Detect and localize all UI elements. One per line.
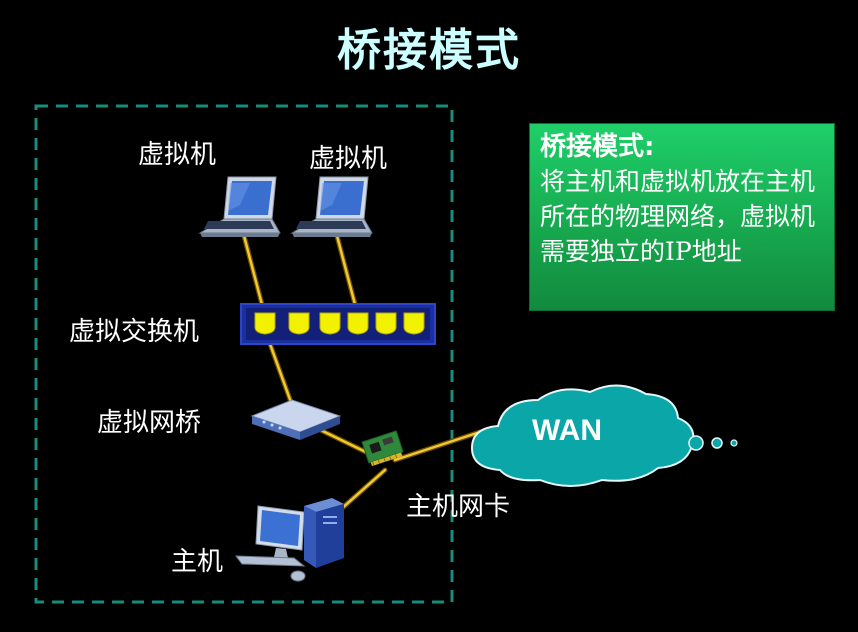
laptop-icon — [198, 176, 281, 237]
virtualization-boundary — [34, 104, 454, 604]
cloud-dot — [730, 439, 738, 447]
nic-icon — [361, 430, 404, 467]
wan-cloud-icon — [470, 384, 738, 487]
cable-vm2-switch — [333, 229, 360, 315]
host-label: 主机 — [171, 547, 224, 577]
wan-label: WAN — [532, 414, 602, 447]
virtual-bridge-label: 虚拟网桥 — [97, 408, 202, 438]
info-box: 桥接模式: 将主机和虚拟机放在主机所在的物理网络，虚拟机需要独立的IP地址 — [529, 123, 835, 311]
vm2-label: 虚拟机 — [309, 144, 388, 174]
info-body: 将主机和虚拟机放在主机所在的物理网络，虚拟机需要独立的IP地址 — [540, 167, 816, 266]
info-title: 桥接模式: — [540, 132, 655, 162]
cable-nic-wan — [392, 429, 483, 463]
page-title: 桥接模式 — [337, 25, 521, 76]
host-nic-label: 主机网卡 — [406, 492, 511, 522]
switch-ports — [254, 312, 425, 335]
cable-nic-host — [337, 467, 388, 513]
desktop-computer-icon — [234, 498, 344, 582]
cloud-dot — [688, 435, 704, 451]
cables — [240, 229, 483, 513]
vm1-label: 虚拟机 — [138, 140, 217, 170]
switch-icon — [240, 303, 436, 345]
virtual-switch-label: 虚拟交换机 — [69, 317, 200, 347]
router-icon — [250, 399, 342, 440]
laptop-icon — [290, 176, 373, 237]
cable-vm1-switch — [240, 229, 268, 319]
cloud-dot — [711, 437, 723, 449]
